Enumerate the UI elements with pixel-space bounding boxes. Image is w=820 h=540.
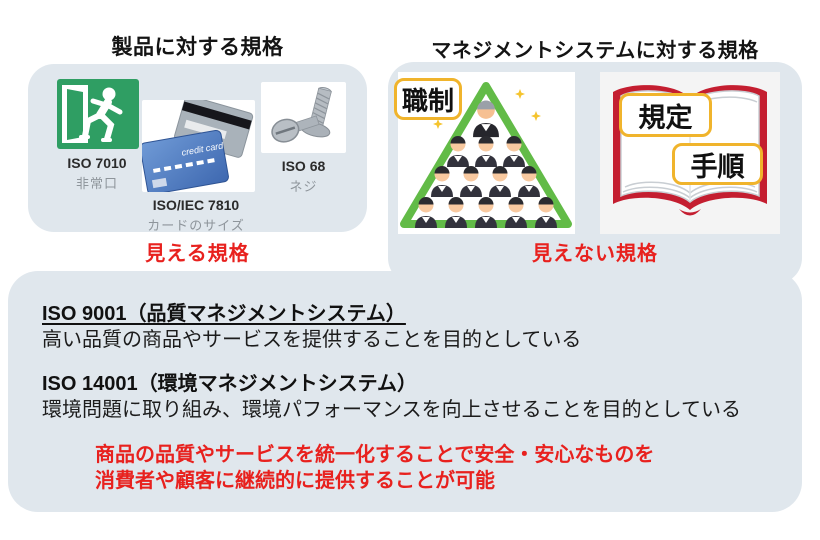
- org-label-tag: 職制: [394, 78, 462, 120]
- iso7010-label: 非常口: [75, 176, 118, 191]
- credit-cards-icon: credit card: [139, 95, 255, 195]
- invisible-standards-caption: 見えない規格: [532, 243, 658, 265]
- sparkle-icon: [515, 89, 525, 99]
- highlight-line-1: 商品の品質やサービスを統一化することで安全・安心なものを: [95, 444, 655, 466]
- screws-icon: [261, 82, 346, 153]
- iso7810-label: カードのサイズ: [147, 218, 245, 233]
- iso14001-description: 環境問題に取り組み、環境パフォーマンスを向上させることを目的としている: [42, 399, 741, 421]
- emergency-exit-icon: [57, 79, 139, 149]
- iso7810-code: ISO/IEC 7810: [152, 197, 240, 213]
- boss-person-shape: [473, 100, 499, 138]
- sparkle-icon: [433, 119, 443, 129]
- highlight-line-2: 消費者や顧客に継続的に提供することが可能: [95, 470, 495, 492]
- iso9001-description: 高い品質の商品やサービスを提供することを目的としている: [42, 329, 582, 351]
- procedures-label-tag: 手順: [672, 143, 763, 185]
- management-standards-heading: マネジメントシステムに対する規格: [431, 40, 759, 62]
- lying-screw-shape: [271, 115, 320, 143]
- visible-standards-caption: 見える規格: [145, 243, 250, 265]
- iso7010-code: ISO 7010: [67, 155, 127, 171]
- iso14001-title: ISO 14001（環境マネジメントシステム）: [42, 373, 418, 395]
- description-panel: ISO 9001（品質マネジメントシステム） 高い品質の商品やサービスを提供する…: [8, 271, 802, 512]
- rules-label-tag: 規定: [619, 93, 712, 137]
- product-standards-heading: 製品に対する規格: [111, 36, 284, 59]
- product-standards-panel: ISO 7010 非常口 credit card: [28, 64, 367, 233]
- sparkle-icon: [531, 111, 541, 121]
- running-person-shape: [79, 87, 123, 142]
- iso68-code: ISO 68: [281, 158, 326, 174]
- standing-screw-shape: [299, 86, 332, 138]
- management-standards-panel: 職制 規定 手順: [388, 62, 802, 284]
- org-pyramid-illustration: [398, 72, 575, 234]
- iso68-label: ネジ: [289, 179, 318, 194]
- front-card-shape: credit card: [139, 129, 229, 195]
- iso9001-title: ISO 9001（品質マネジメントシステム）: [42, 303, 406, 325]
